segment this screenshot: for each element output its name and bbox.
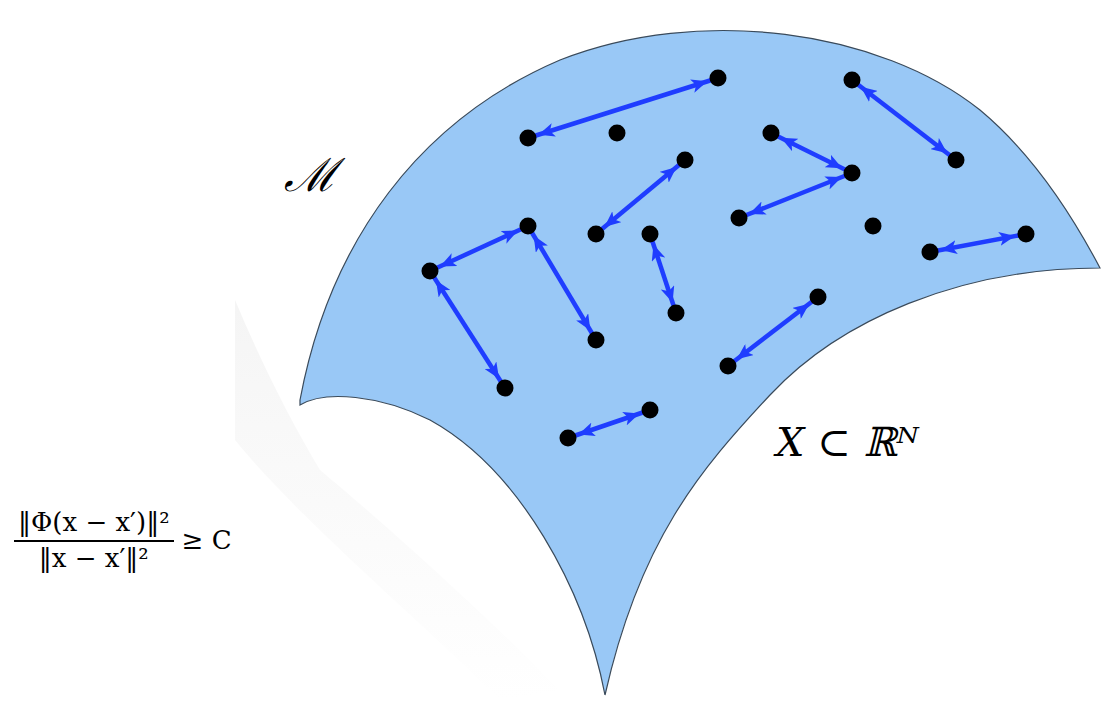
- pair-arrow: [650, 234, 676, 313]
- sample-point: [642, 402, 659, 419]
- denominator: ‖x − x′‖²: [35, 544, 153, 574]
- sample-point: [668, 305, 685, 322]
- sample-point: [763, 125, 780, 142]
- pair-arrow: [430, 271, 505, 388]
- manifold-surface: [300, 31, 1100, 695]
- sample-point: [497, 380, 514, 397]
- sample-point: [422, 263, 439, 280]
- pair-arrow: [930, 234, 1026, 252]
- sample-point: [609, 125, 626, 142]
- sample-point: [865, 218, 882, 235]
- sample-point: [844, 165, 861, 182]
- pair-arrow: [852, 80, 956, 160]
- pair-arrow: [430, 226, 528, 271]
- pair-arrow: [568, 410, 650, 438]
- sample-points: [422, 70, 1035, 447]
- pair-arrow: [739, 173, 852, 218]
- fraction-bar: [14, 540, 174, 542]
- sample-point: [710, 70, 727, 87]
- pair-arrow: [771, 133, 852, 173]
- inequality: ≥ C: [182, 526, 232, 555]
- numerator: ‖Φ(x − x′)‖²: [14, 508, 174, 538]
- sample-point: [642, 226, 659, 243]
- sample-point: [720, 358, 737, 375]
- sample-point: [948, 152, 965, 169]
- sample-point: [520, 130, 537, 147]
- sample-point: [588, 226, 605, 243]
- sample-point: [520, 218, 537, 235]
- pair-arrow: [528, 226, 596, 340]
- sample-point: [677, 152, 694, 169]
- pair-arrows: [430, 78, 1026, 438]
- fraction: ‖Φ(x − x′)‖² ‖x − x′‖²: [14, 508, 174, 574]
- sample-point: [560, 430, 577, 447]
- manifold-label: ℳ: [284, 150, 337, 201]
- sample-point: [922, 244, 939, 261]
- space-label: X ⊂ ℝᴺ: [776, 420, 919, 464]
- sample-point: [731, 210, 748, 227]
- pair-arrow: [596, 160, 685, 234]
- pair-arrow: [728, 297, 818, 366]
- sample-point: [588, 332, 605, 349]
- sample-point: [810, 289, 827, 306]
- sample-point: [844, 72, 861, 89]
- sample-point: [1018, 226, 1035, 243]
